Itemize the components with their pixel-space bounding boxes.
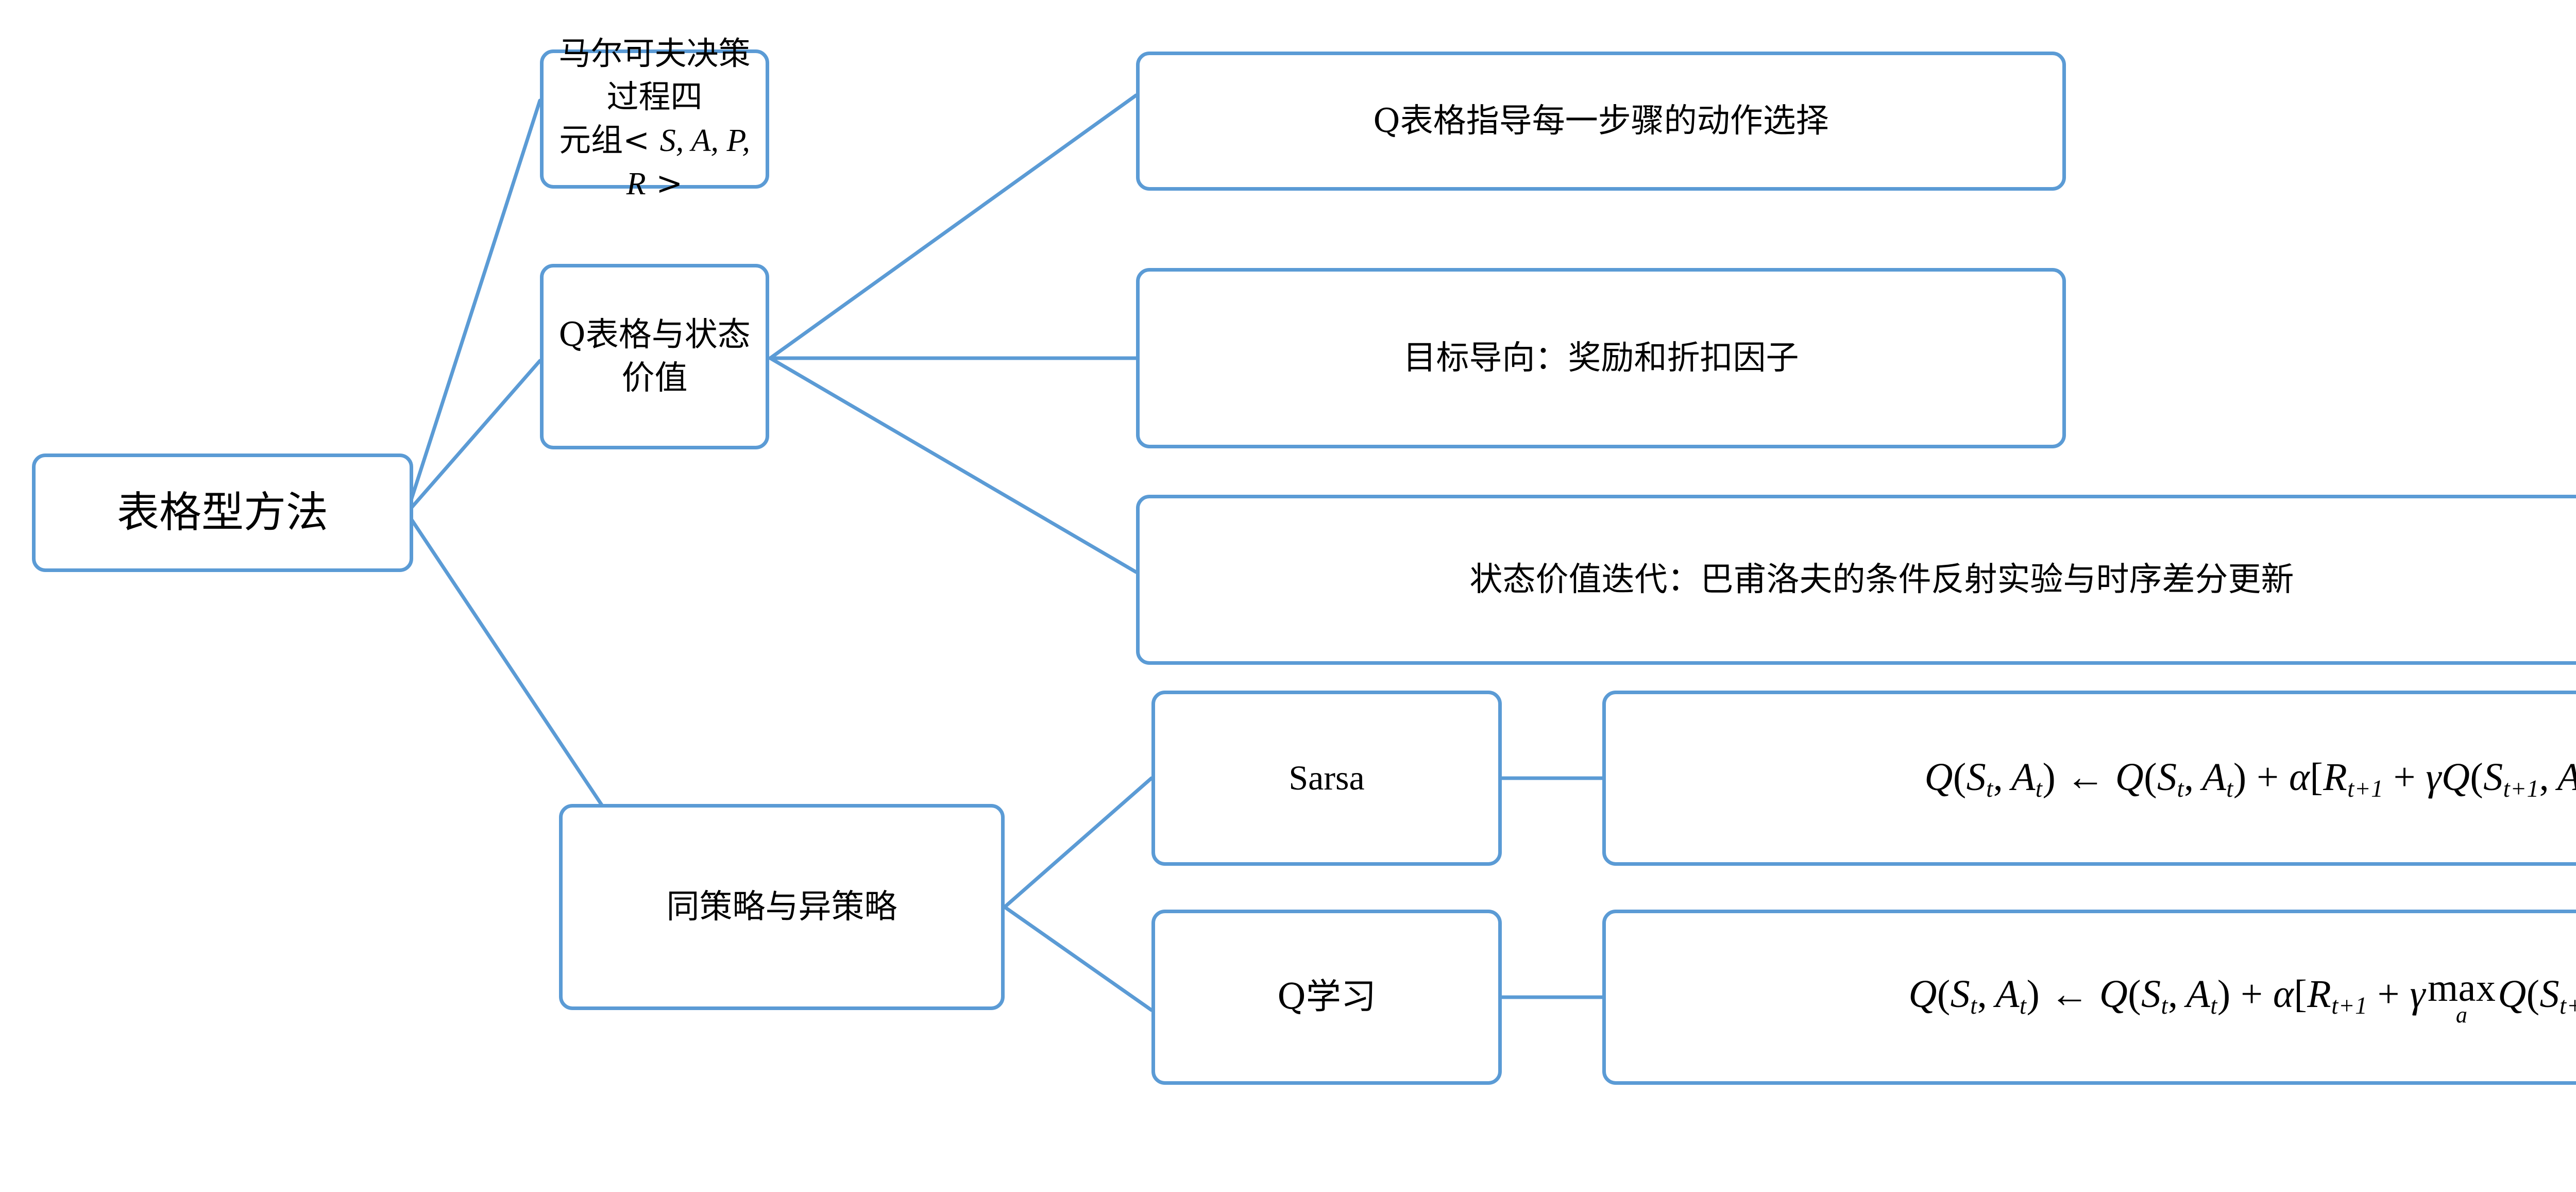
root-node[interactable]: 表格型方法 [32, 454, 413, 572]
node-q-action-select[interactable]: Q表格指导每一步骤的动作选择 [1136, 52, 2066, 191]
edge-qtable-to-action [768, 93, 1138, 360]
root-node-label: 表格型方法 [116, 488, 328, 537]
node-qlearning-label: Q学习 [1277, 977, 1376, 1018]
edge-onoff-to-sarsa [1003, 776, 1154, 909]
node-onoff-policy[interactable]: 同策略与异策略 [559, 804, 1005, 1010]
edge-onoff-to-qlearning [1003, 905, 1154, 1012]
edge-root-to-mdp [405, 98, 542, 515]
node-qtable-label: Q表格与状态价值 [558, 315, 751, 397]
node-mdp[interactable]: 马尔可夫决策过程四 元组< S, A, P, R > [540, 35, 769, 202]
node-value-iteration[interactable]: 状态价值迭代：巴甫洛夫的条件反射实验与时序差分更新 [1136, 495, 2576, 665]
node-mdp-label: 马尔可夫决策过程四 元组< S, A, P, R > [553, 32, 756, 205]
node-mdp-line2-suffix: > [646, 164, 683, 202]
node-qtable[interactable]: Q表格与状态价值 [540, 264, 769, 449]
node-value-iteration-label: 状态价值迭代：巴甫洛夫的条件反射实验与时序差分更新 [1469, 560, 2294, 599]
node-sarsa-label: Sarsa [1289, 758, 1365, 798]
node-qlearning[interactable]: Q学习 [1151, 910, 1502, 1085]
edge-root-to-qtable [405, 359, 542, 515]
node-onoff-policy-label: 同策略与异策略 [666, 887, 897, 926]
node-sarsa[interactable]: Sarsa [1151, 691, 1502, 866]
node-mdp-line2-prefix: 元组< [559, 121, 660, 159]
edge-qtable-to-iteration [768, 356, 1138, 574]
node-goal-oriented-label: 目标导向：奖励和折扣因子 [1403, 339, 1799, 377]
node-goal-oriented[interactable]: 目标导向：奖励和折扣因子 [1136, 268, 2066, 448]
node-mdp-line1: 马尔可夫决策过程四 [558, 35, 751, 116]
node-mdp-line2-vars: S, A, P, R [626, 123, 750, 202]
node-q-action-select-label: Q表格指导每一步骤的动作选择 [1373, 102, 1829, 140]
sarsa-formula-text: Q(St, At) ← Q(St, At) + α[Rt+1 + γQ(St+1… [1924, 755, 2576, 802]
node-sarsa-formula[interactable]: Q(St, At) ← Q(St, At) + α[Rt+1 + γQ(St+1… [1602, 691, 2576, 866]
